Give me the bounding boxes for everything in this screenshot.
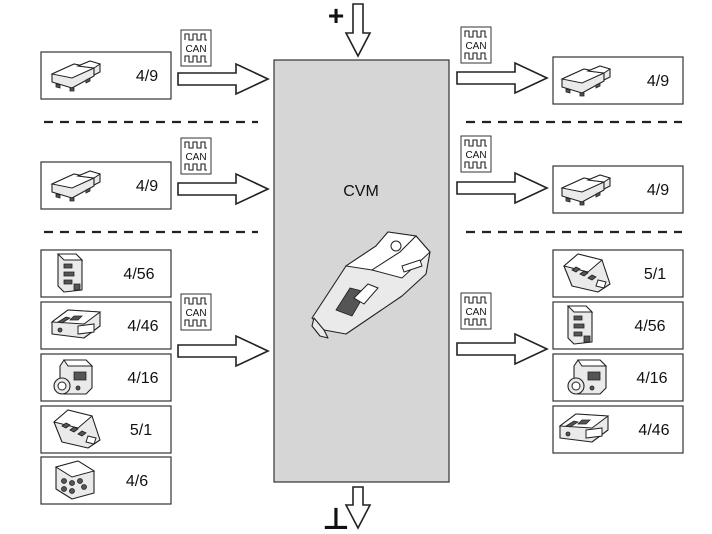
arrow-right-group-3 <box>456 332 549 366</box>
arrow-right-group-2 <box>456 171 549 205</box>
svg-text:4/6: 4/6 <box>126 473 148 490</box>
svg-text:5/1: 5/1 <box>130 422 152 439</box>
component-left-4-9-b: 4/9 <box>40 161 172 210</box>
svg-text:4/9: 4/9 <box>136 178 158 195</box>
can-icon-left-2: CAN <box>180 137 212 175</box>
svg-text:CAN: CAN <box>185 308 206 319</box>
svg-text:4/9: 4/9 <box>647 73 669 90</box>
svg-text:4/16: 4/16 <box>636 370 667 387</box>
control-module-icon <box>57 253 83 293</box>
arrow-left-group-2 <box>177 172 270 206</box>
svg-text:4/56: 4/56 <box>634 318 665 335</box>
svg-text:CAN: CAN <box>185 44 206 55</box>
svg-text:CAN: CAN <box>465 41 486 52</box>
positive-symbol: + <box>328 0 344 31</box>
can-icon-right-3: CAN <box>460 292 492 330</box>
can-icon-right-2: CAN <box>460 135 492 173</box>
component-right-4-9-a: 4/9 <box>552 56 684 105</box>
control-module-icon <box>567 305 593 345</box>
svg-text:5/1: 5/1 <box>644 266 666 283</box>
arrow-right-group-1 <box>456 61 549 95</box>
can-icon-left-3: CAN <box>180 293 212 331</box>
power-arrow <box>344 3 372 58</box>
ground-arrow <box>344 486 372 530</box>
svg-text:CAN: CAN <box>465 307 486 318</box>
component-right-4-46: 4/46 <box>552 405 684 454</box>
can-icon-right-1: CAN <box>460 26 492 64</box>
component-left-4-56: 4/56 <box>40 249 172 298</box>
svg-text:CAN: CAN <box>465 150 486 161</box>
component-right-4-56: 4/56 <box>552 301 684 350</box>
svg-text:4/9: 4/9 <box>136 68 158 85</box>
can-icon-left-1: CAN <box>180 29 212 67</box>
svg-text:4/16: 4/16 <box>127 370 158 387</box>
component-left-4-16: 4/16 <box>40 353 172 402</box>
svg-text:CAN: CAN <box>185 152 206 163</box>
component-left-4-9-a: 4/9 <box>40 51 172 100</box>
svg-text:4/9: 4/9 <box>647 182 669 199</box>
component-left-5-1: 5/1 <box>40 405 172 454</box>
ground-symbol: ⊥ <box>322 503 349 534</box>
component-left-4-46: 4/46 <box>40 301 172 350</box>
cvm-unit-icon <box>311 231 431 339</box>
component-left-4-6: 4/6 <box>40 456 172 505</box>
component-right-4-16: 4/16 <box>552 353 684 402</box>
component-right-5-1: 5/1 <box>552 249 684 298</box>
arrow-left-group-3 <box>177 334 270 368</box>
svg-text:4/56: 4/56 <box>123 266 154 283</box>
arrow-left-group-1 <box>177 62 270 96</box>
cvm-label: CVM <box>343 183 379 200</box>
svg-text:4/46: 4/46 <box>127 318 158 335</box>
component-right-4-9-b: 4/9 <box>552 165 684 214</box>
svg-text:4/46: 4/46 <box>638 422 669 439</box>
